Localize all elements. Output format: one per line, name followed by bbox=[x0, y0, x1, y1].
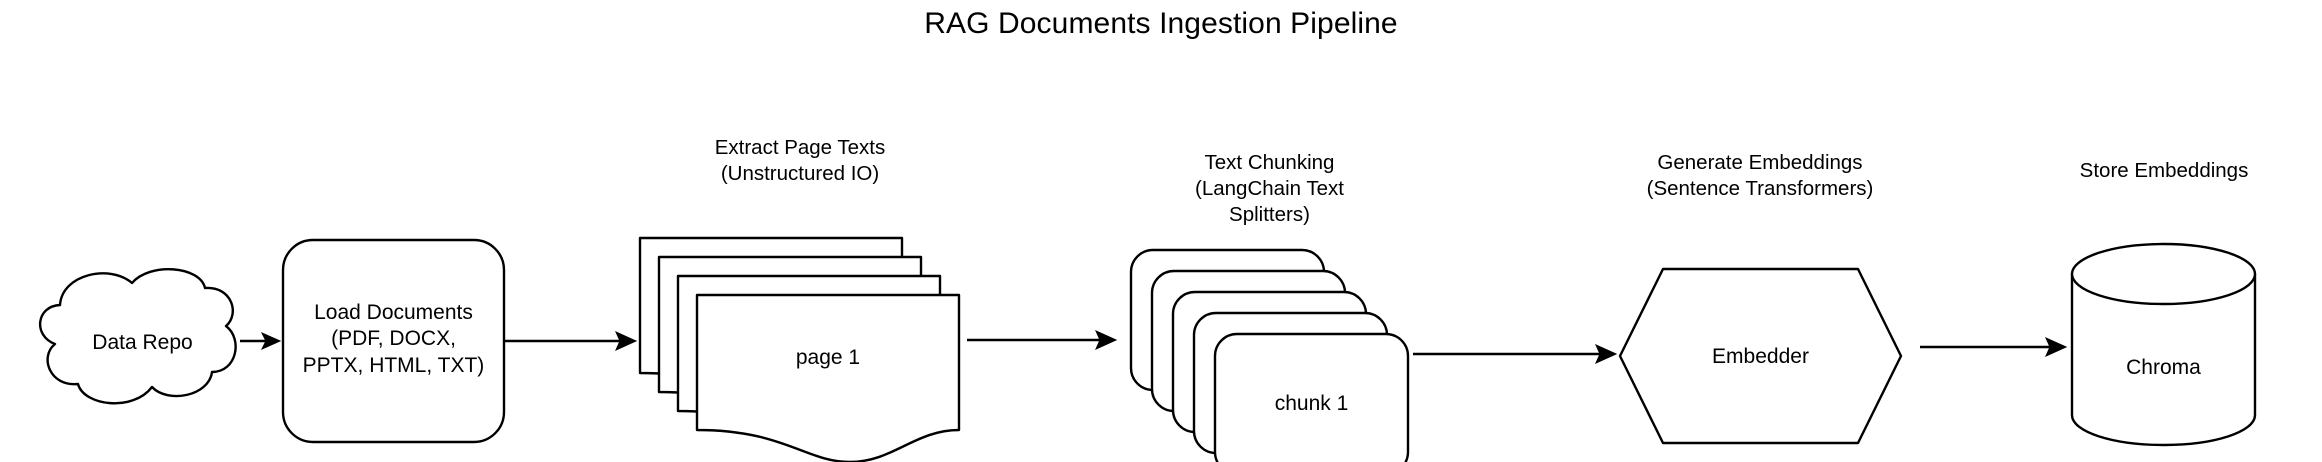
edge-load-pages bbox=[505, 331, 638, 351]
edge-chunks-embedder-arrowhead bbox=[1595, 344, 1618, 364]
node-embedder[interactable] bbox=[1618, 267, 1903, 445]
node-chroma[interactable] bbox=[2070, 242, 2257, 447]
edge-chunks-embedder bbox=[1413, 344, 1618, 364]
edge-load-pages-arrowhead bbox=[615, 331, 638, 351]
node-chunks[interactable] bbox=[1129, 248, 1410, 462]
edge-repo-load bbox=[240, 331, 282, 351]
load-documents-shape bbox=[281, 238, 506, 444]
edge-embedder-chroma-arrowhead bbox=[2045, 337, 2068, 357]
edge-pages-chunks bbox=[967, 330, 1118, 350]
node-data-repo[interactable] bbox=[38, 268, 237, 405]
node-load-documents[interactable] bbox=[281, 238, 506, 444]
node-page-texts[interactable] bbox=[638, 236, 961, 462]
edge-embedder-chroma bbox=[1920, 337, 2068, 357]
hexagon-shape bbox=[1618, 267, 1903, 445]
cylinder-body bbox=[2070, 272, 2257, 447]
cylinder-top bbox=[2070, 242, 2257, 306]
chunk-layer-front bbox=[1213, 332, 1410, 462]
edge-pages-chunks-arrowhead bbox=[1095, 330, 1118, 350]
document-layer-front bbox=[695, 293, 961, 462]
edge-repo-load-arrowhead bbox=[260, 331, 282, 351]
cloud-shape bbox=[38, 268, 237, 405]
